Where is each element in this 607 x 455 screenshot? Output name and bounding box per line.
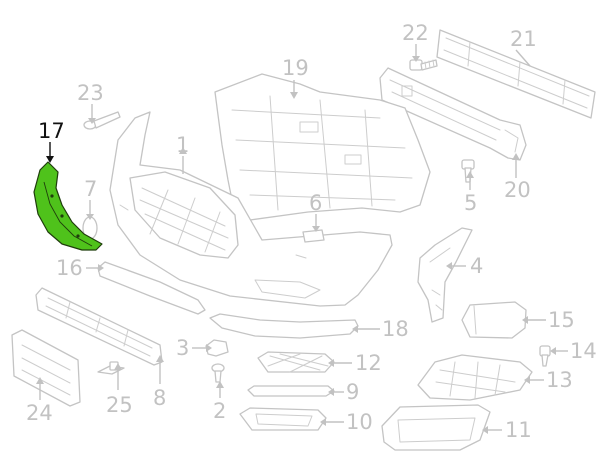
part-24-plate-bracket[interactable] <box>11 329 81 407</box>
part-19-undertray[interactable] <box>214 73 431 221</box>
part-2-push-pin[interactable] <box>211 363 225 383</box>
callout-11[interactable]: 11 <box>505 418 532 442</box>
callout-15[interactable]: 15 <box>548 308 575 332</box>
part-14-screw[interactable] <box>539 345 551 367</box>
part-18-spoiler-strip[interactable] <box>209 313 359 339</box>
callout-labels: 1 2 3 4 5 6 7 8 9 10 11 12 13 14 15 16 1… <box>26 21 597 442</box>
callout-1[interactable]: 1 <box>176 133 189 157</box>
part-16-lower-strip[interactable] <box>97 261 206 315</box>
callout-7[interactable]: 7 <box>84 177 97 201</box>
callout-14[interactable]: 14 <box>570 339 597 363</box>
callout-12[interactable]: 12 <box>355 351 382 375</box>
callout-2[interactable]: 2 <box>213 399 226 423</box>
part-9-trim[interactable] <box>247 385 335 397</box>
callout-24[interactable]: 24 <box>26 401 53 425</box>
callout-3[interactable]: 3 <box>176 336 189 360</box>
callout-4[interactable]: 4 <box>470 254 483 278</box>
part-21-impact-bar[interactable] <box>436 29 596 119</box>
part-6-clip[interactable] <box>302 229 325 243</box>
callout-21[interactable]: 21 <box>510 27 537 51</box>
part-11-trim-surround[interactable] <box>381 404 491 451</box>
callout-18[interactable]: 18 <box>382 317 409 341</box>
part-1-bumper-cover[interactable] <box>109 111 393 307</box>
callout-22[interactable]: 22 <box>402 21 429 45</box>
callout-5[interactable]: 5 <box>464 191 477 215</box>
part-10-lower-trim[interactable] <box>239 407 327 431</box>
part-15-cover-cap[interactable] <box>461 301 527 339</box>
callout-6[interactable]: 6 <box>309 191 322 215</box>
part-5-screw[interactable] <box>461 159 475 183</box>
part-13-side-grille[interactable] <box>417 354 533 401</box>
callout-16[interactable]: 16 <box>56 256 83 280</box>
part-23-bolt[interactable] <box>83 111 121 130</box>
part-4-bracket[interactable] <box>417 227 473 323</box>
leader-lines <box>39 44 568 431</box>
part-12-grille-insert[interactable] <box>257 351 335 373</box>
arrowheads <box>36 56 556 434</box>
callout-9[interactable]: 9 <box>346 380 359 404</box>
part-17-air-deflector-highlighted[interactable] <box>33 161 103 251</box>
callout-25[interactable]: 25 <box>106 393 133 417</box>
callout-19[interactable]: 19 <box>282 56 309 80</box>
callout-20[interactable]: 20 <box>504 178 531 202</box>
part-20-reinforcement-beam[interactable] <box>379 67 527 161</box>
callout-10[interactable]: 10 <box>346 410 373 434</box>
callout-23[interactable]: 23 <box>77 81 104 105</box>
part-22-bolt[interactable] <box>409 59 438 71</box>
part-3-clip[interactable] <box>205 339 229 357</box>
callout-17-highlighted[interactable]: 17 <box>38 119 65 143</box>
callout-8[interactable]: 8 <box>153 386 166 410</box>
callout-13[interactable]: 13 <box>546 368 573 392</box>
